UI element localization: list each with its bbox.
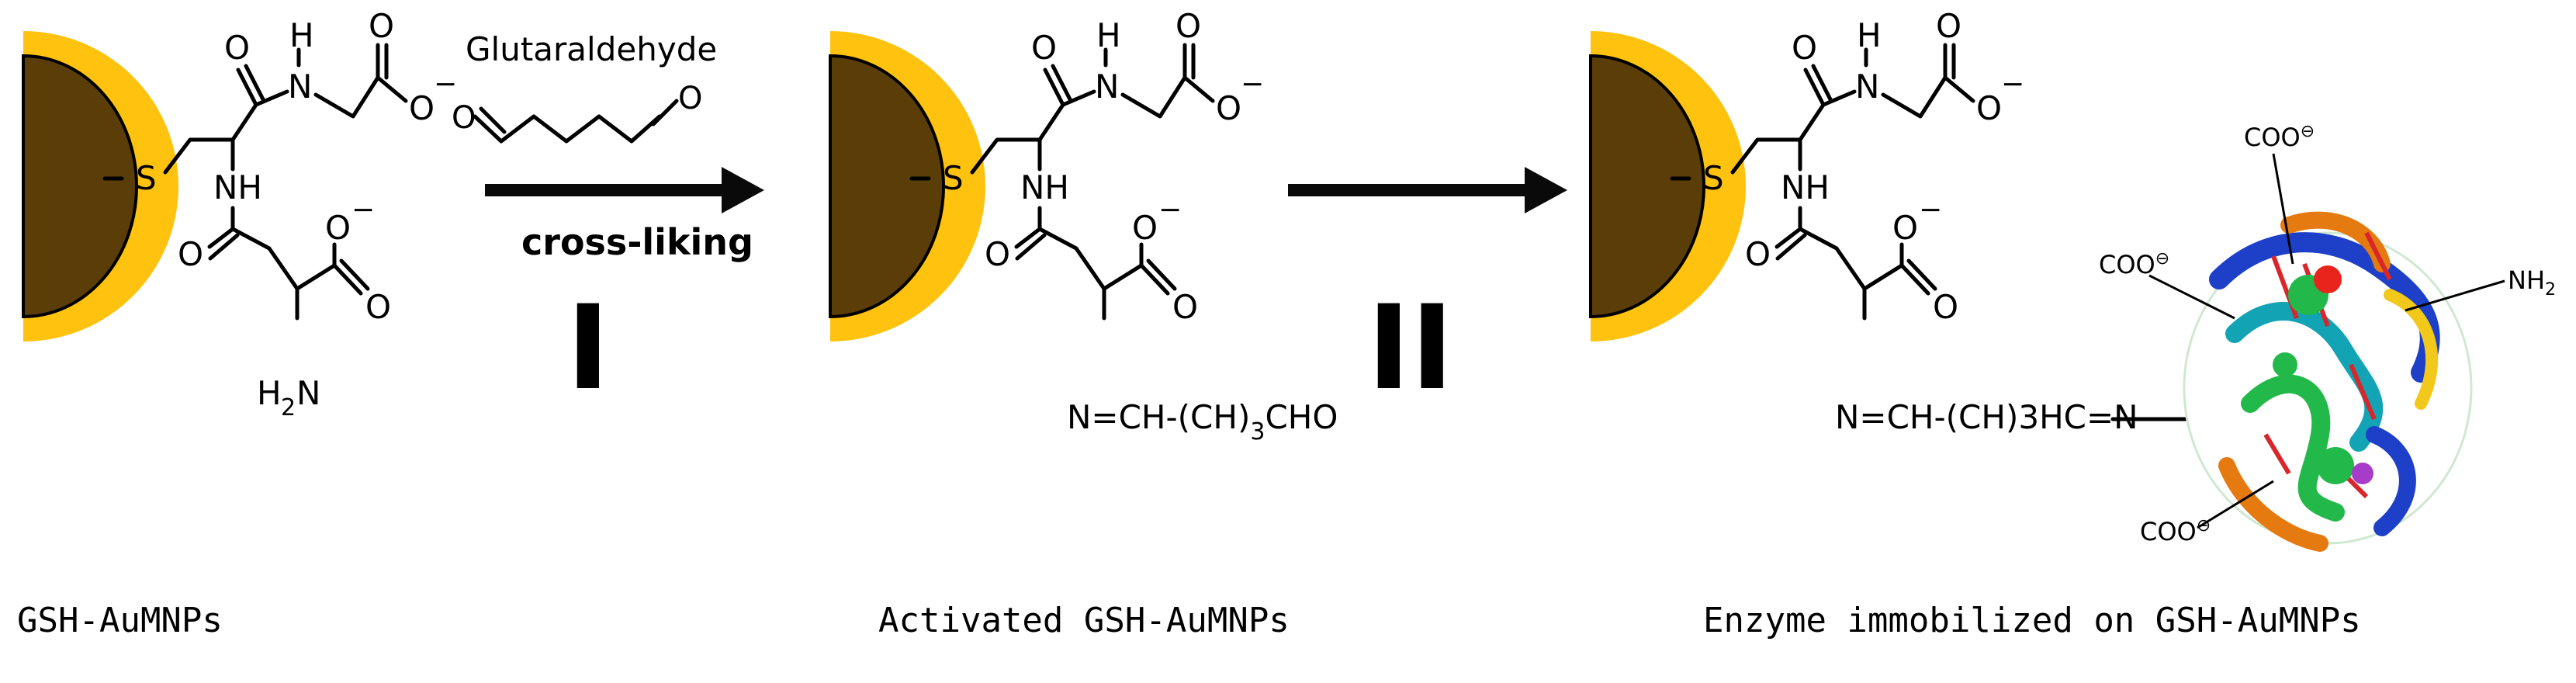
step-two: II <box>1288 167 1567 416</box>
reagent-glutaraldehyde: Glutaraldehyde <box>466 30 717 68</box>
step-label-cross-liking: cross-liking <box>521 221 753 263</box>
aldehyde-oxygen-right: O <box>678 81 702 116</box>
glutaraldehyde-structure: O O <box>452 81 702 144</box>
panel-gsh-aumnps: H 2 N <box>22 7 457 421</box>
carboxylate-label: COO⊖ <box>2099 249 2169 279</box>
enzyme-structure <box>2183 211 2473 552</box>
panel-activated-gsh-aumnps: N=CH-(CH)3CHO <box>829 7 1338 446</box>
amine-label: NH2 <box>2508 265 2556 300</box>
carboxylate-label: COO⊖ <box>2140 516 2211 546</box>
step-numeral-one: I <box>566 281 610 416</box>
caption-gsh-aumnps: GSH-AuMNPs <box>17 601 223 640</box>
amine-n: N <box>296 374 320 412</box>
carboxylate-label: COO⊖ <box>2244 122 2315 152</box>
amine-h: H <box>257 374 282 412</box>
step-numeral-two: II <box>1367 281 1454 416</box>
step-one: Glutaraldehyde O O cross-liking I <box>452 30 764 416</box>
reaction-arrow-one <box>485 167 764 213</box>
amine-subscript: 2 <box>281 394 296 421</box>
crosslink-chain: N=CH-(CH)3HC=N <box>1835 398 2138 436</box>
aldehyde-oxygen-left: O <box>452 100 476 136</box>
caption-activated-gsh-aumnps: Activated GSH-AuMNPs <box>878 601 1290 640</box>
panel-enzyme-immobilized: N=CH-(CH)3HC=N COO⊖ COO⊖ <box>1589 7 2556 552</box>
activated-chain: N=CH-(CH)3CHO <box>1067 398 1338 446</box>
reaction-arrow-two <box>1288 167 1567 213</box>
enzyme-annotations: COO⊖ COO⊖ COO⊖ NH2 <box>2099 122 2556 546</box>
caption-enzyme-immobilized: Enzyme immobilized on GSH-AuMNPs <box>1703 601 2361 640</box>
